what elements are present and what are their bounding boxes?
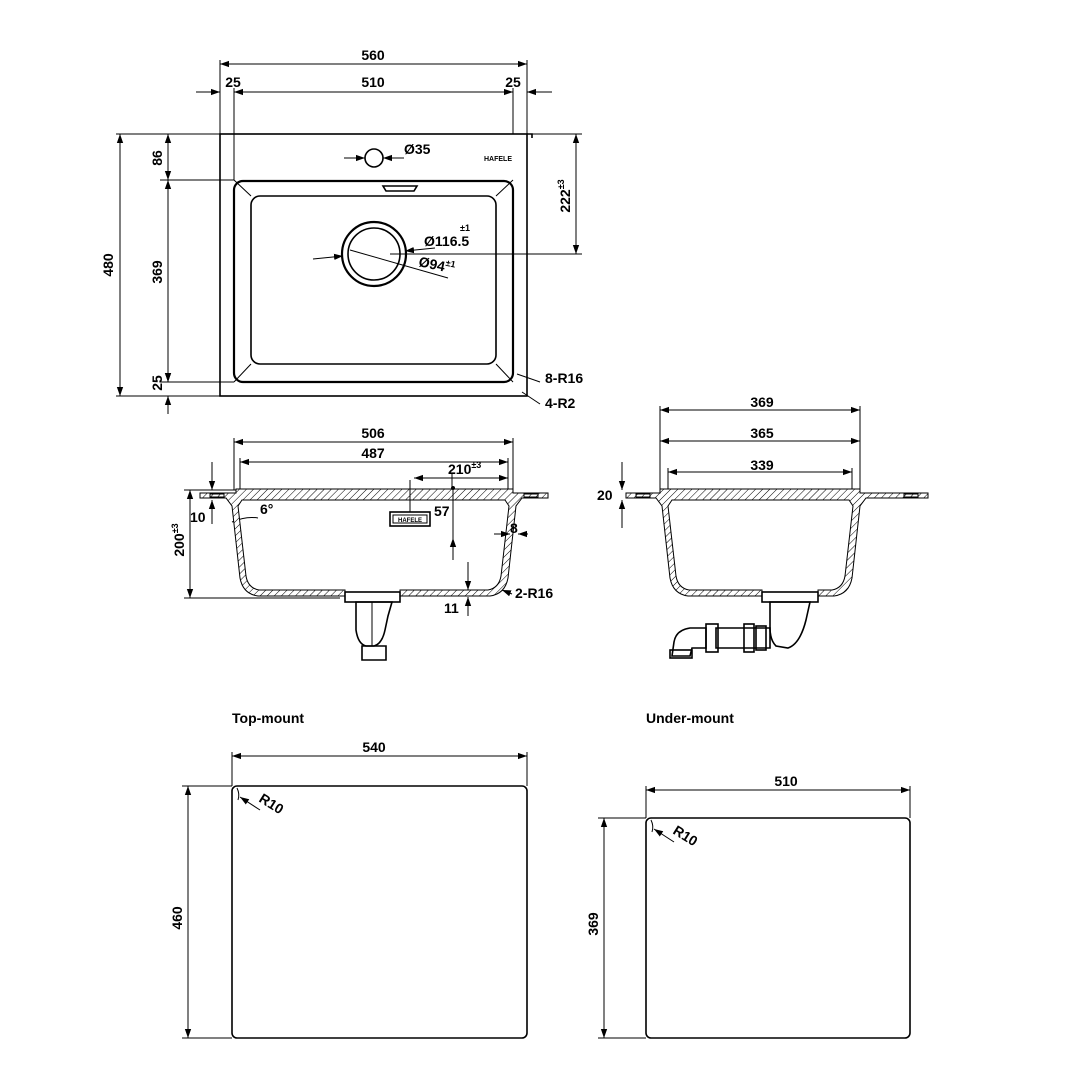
under-mount-radius: R10 [670, 822, 700, 849]
dim-inner-width: 510 [361, 74, 385, 90]
sink-section-body [199, 488, 549, 597]
under-mount-height: 369 [585, 912, 601, 936]
sink-outline [219, 133, 528, 397]
side-section: 369 365 339 20 [597, 394, 929, 659]
waste-hole-inner [347, 227, 401, 281]
top-mount-height: 460 [169, 906, 185, 930]
side-drain-pipe [715, 627, 771, 649]
top-view: 560 25 510 25 480 86 369 25 222±3 [100, 47, 583, 414]
top-mount-width: 540 [362, 739, 386, 755]
rim-tab-right [523, 493, 539, 498]
waste-outer-tol: ±1 [460, 223, 470, 233]
top-mount-radius: R10 [256, 790, 286, 817]
overflow-slot [381, 185, 419, 192]
rim-tab-left [209, 493, 225, 498]
dim-bowl-height: 369 [149, 260, 165, 284]
dim-overflow-height: 57 [434, 503, 450, 519]
corner-radius-inner: 4-R2 [545, 395, 576, 411]
dim-overall-height: 480 [100, 253, 116, 277]
tap-hole-label: Ø35 [404, 141, 431, 157]
dim-wall-angle: 6° [260, 501, 273, 517]
under-mount-title: Under-mount [646, 710, 734, 726]
side-waste-fitting [761, 591, 819, 603]
front-section: 506 487 210±3 10 200±3 6° HAFELE 57 [170, 425, 553, 661]
dim-top-margin: 86 [149, 150, 165, 166]
dim-tap-offset: 222±3 [556, 179, 573, 212]
overflow-brand: HAFELE [398, 518, 422, 524]
dim-rim-thickness: 10 [190, 509, 206, 525]
top-mount-title: Top-mount [232, 710, 304, 726]
under-mount-outline [645, 817, 911, 1039]
side-section-body [625, 488, 929, 597]
tap-hole [364, 148, 384, 168]
dim-wall-thickness: 8 [510, 520, 518, 536]
dim-depth: 200±3 [170, 523, 187, 556]
dim-side-width-outer: 369 [750, 394, 774, 410]
dim-side-rim-height: 20 [597, 487, 613, 503]
bowl-inner [250, 195, 497, 365]
cutout-top-mount: Top-mount 540 460 R10 [169, 710, 528, 1039]
dim-right-margin: 25 [505, 74, 521, 90]
dim-width-top: 506 [361, 425, 385, 441]
bowl-outer [232, 179, 515, 384]
waste-outer-label: Ø116.5 [424, 233, 469, 249]
brand-logo: HAFELE [484, 156, 512, 163]
dim-waste-offset: 210±3 [448, 460, 481, 477]
dim-left-margin: 25 [225, 74, 241, 90]
waste-fitting [344, 591, 401, 603]
corner-radius-outer: 8-R16 [545, 370, 583, 386]
waste-inner-label: Ø94±1 [417, 252, 456, 276]
top-mount-outline [231, 785, 528, 1039]
dim-side-width-mid: 365 [750, 425, 774, 441]
under-mount-width: 510 [774, 773, 798, 789]
cutout-under-mount: Under-mount 510 369 R10 [585, 710, 911, 1039]
dim-overall-width: 560 [361, 47, 385, 63]
dim-side-width-inner: 339 [750, 457, 774, 473]
dim-bottom-margin: 25 [149, 375, 165, 391]
waste-trap [355, 601, 394, 647]
dim-width-bowl: 487 [361, 445, 385, 461]
dim-bottom-thickness: 11 [444, 600, 459, 616]
dim-bottom-radius: 2-R16 [515, 585, 553, 601]
